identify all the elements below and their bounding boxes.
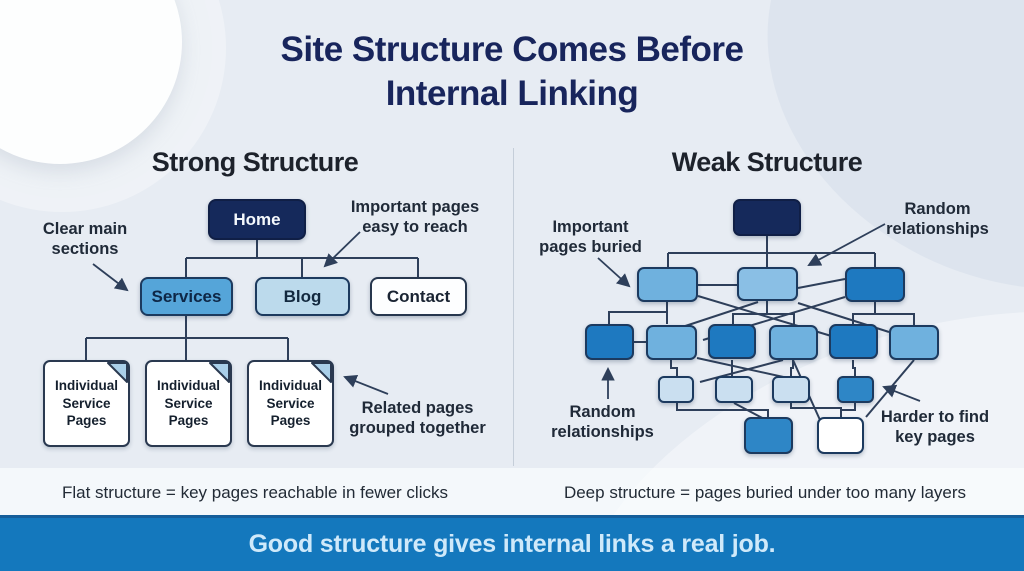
weak-node-12: [772, 376, 810, 403]
weak-node-7: [769, 325, 818, 360]
service-page-doc: Individual Service Pages: [43, 360, 130, 447]
important-pages-buried-label: Important pages buried: [539, 218, 642, 257]
connector-line: [874, 302, 915, 325]
blog-node: Blog: [255, 277, 350, 316]
column-divider: [513, 148, 514, 466]
important-pages-easy-label: Important pages easy to reach: [350, 198, 480, 237]
service-page-doc-label: Individual Service Pages: [54, 378, 118, 429]
connector-line: [608, 302, 668, 324]
connector-line: [797, 278, 846, 289]
page-fold-icon: [209, 362, 230, 383]
page-title-line1: Site Structure Comes Before: [280, 30, 744, 69]
background-band: [0, 468, 1024, 515]
strong-caption: Flat structure = key pages reachable in …: [62, 483, 448, 502]
banner-text: Good structure gives internal links a re…: [248, 530, 776, 558]
page-title: Site Structure Comes Before Internal Lin…: [0, 28, 1024, 116]
connector-line: [852, 302, 876, 324]
service-page-doc-label: Individual Service Pages: [156, 378, 220, 429]
clear-main-sections-label: Clear main sections: [42, 220, 128, 259]
annotation-arrow: [807, 223, 886, 266]
weak-node-2: [737, 267, 798, 301]
service-page-doc: Individual Service Pages: [247, 360, 334, 447]
weak-node-1: [637, 267, 698, 302]
service-page-doc-label: Individual Service Pages: [258, 378, 322, 429]
random-relationships-top-label: Random relationships: [886, 200, 989, 239]
weak-node-15: [817, 417, 864, 454]
annotation-arrow: [92, 263, 129, 292]
weak-node-4: [585, 324, 634, 360]
weak-node-10: [658, 376, 694, 403]
weak-node-13: [837, 376, 874, 403]
weak-caption: Deep structure = pages buried under too …: [563, 483, 967, 502]
annotation-arrow: [597, 257, 631, 288]
weak-node-0: [733, 199, 801, 236]
weak-node-14: [744, 417, 793, 454]
weak-node-3: [845, 267, 905, 302]
contact-node: Contact: [370, 277, 467, 316]
weak-node-11: [715, 376, 753, 403]
harder-to-find-label: Harder to find key pages: [880, 408, 990, 447]
weak-node-9: [889, 325, 939, 360]
bottom-banner: Good structure gives internal links a re…: [0, 515, 1024, 571]
weak-node-8: [829, 324, 878, 359]
connector-line: [670, 360, 678, 376]
connector-line: [766, 301, 795, 324]
page-fold-icon: [311, 362, 332, 383]
random-relationships-bottom-label: Random relationships: [551, 403, 654, 442]
services-node: Services: [140, 277, 233, 316]
service-page-doc: Individual Service Pages: [145, 360, 232, 447]
connector-line: [696, 357, 789, 379]
connector-line: [732, 301, 768, 324]
weak-node-5: [646, 325, 697, 360]
page-fold-icon: [107, 362, 128, 383]
weak-structure-heading: Weak Structure: [671, 147, 863, 177]
weak-node-6: [708, 324, 756, 359]
home-node: Home: [208, 199, 306, 240]
annotation-arrow: [343, 374, 389, 395]
page-title-line2: Internal Linking: [385, 74, 639, 113]
strong-structure-heading: Strong Structure: [151, 147, 359, 177]
related-pages-grouped-label: Related pages grouped together: [349, 399, 486, 438]
